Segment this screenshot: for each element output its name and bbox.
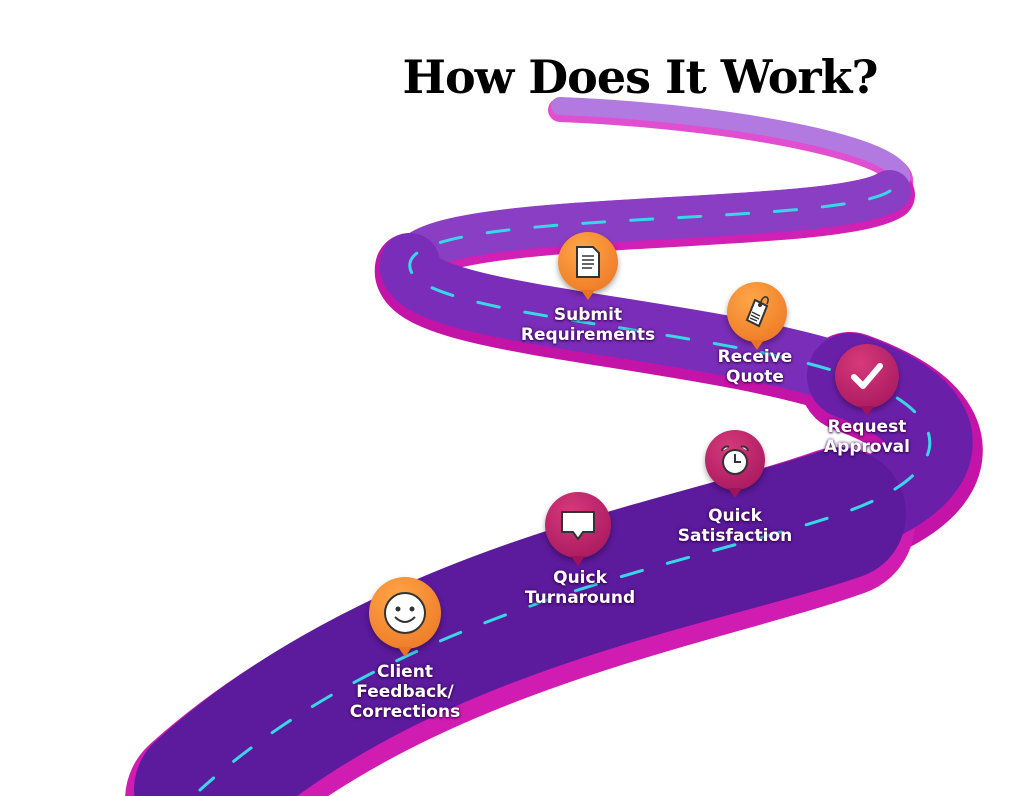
step-label-line: Satisfaction [677,526,793,546]
step-label-quick-turnaround: Quick Turnaround [525,568,635,608]
step-label-line: Quick [708,506,762,526]
step-label-line: Requirements [520,325,656,345]
step-pin-client-feedback [369,577,441,657]
step-pin-request-approval [835,344,899,416]
smiley-face-icon [384,592,426,634]
step-label-line: Quote [726,367,784,387]
speech-bubble-icon [561,511,595,540]
step-label-line: Feedback/ [356,682,454,702]
step-pin-quick-satisfaction [705,430,765,498]
step-label-request-approval: Request Approval [824,417,910,457]
step-label-line: Approval [824,437,910,457]
page-title: How Does It Work? [402,50,879,104]
document-icon [576,246,600,278]
step-label-line: Quick [553,568,607,588]
price-tag-icon [745,296,769,328]
step-label-line: Corrections [349,702,461,722]
checkmark-icon [851,363,883,389]
step-pin-receive-quote [727,282,787,350]
step-label-client-feedback: Client Feedback/ Corrections [350,662,460,722]
step-label-line: Turnaround [524,588,636,608]
step-label-line: Client [377,662,433,682]
step-label-receive-quote: Receive Quote [718,347,793,387]
step-pin-submit-requirements [558,232,618,300]
step-label-quick-satisfaction: Quick Satisfaction [678,506,792,546]
alarm-clock-icon [721,445,749,475]
step-label-line: Request [827,417,907,437]
lane-dashes [198,189,932,792]
step-label-line: Receive [717,347,793,367]
step-label-submit-requirements: Submit Requirements [521,305,655,345]
step-label-line: Submit [553,305,623,325]
step-pin-quick-turnaround [545,492,611,566]
